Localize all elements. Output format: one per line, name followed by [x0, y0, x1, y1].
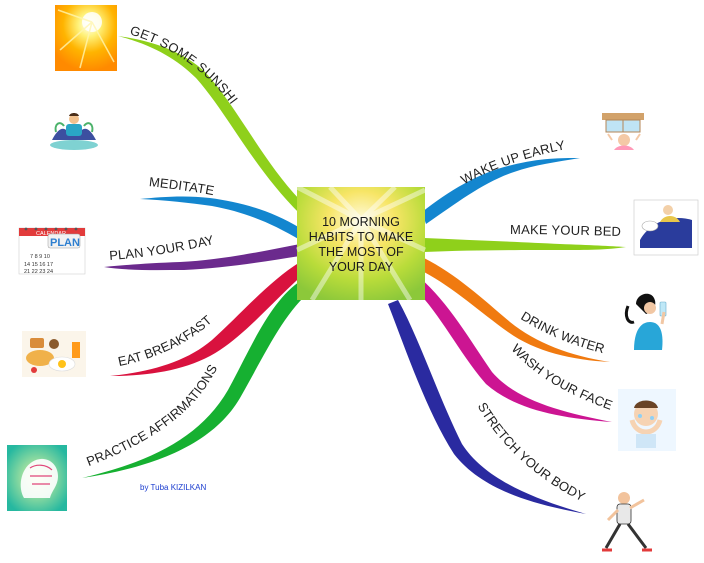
- branch-label-meditate: MEDITATE: [148, 174, 215, 198]
- credit-text: by Tuba KIZILKAN: [140, 483, 206, 492]
- branch-label-affirmations: PRACTICE AFFIRMATIONS: [84, 362, 220, 470]
- central-topic-line-2: HABITS TO MAKE: [309, 230, 413, 244]
- calendar-icon: CALENDAR PLAN 7 8 9 10 14 15 16 17 21 22…: [18, 227, 86, 275]
- calendar-row-1: 7 8 9 10: [30, 254, 50, 260]
- bed-icon: [633, 199, 699, 256]
- branch-make-your-bed: MAKE YOUR BED: [424, 222, 626, 252]
- branch-wake-up-early: WAKE UP EARLY: [422, 137, 580, 224]
- branch-label-water: DRINK WATER: [518, 308, 606, 356]
- central-topic-line-4: YOUR DAY: [329, 260, 394, 274]
- calendar-plan-word: PLAN: [50, 237, 80, 249]
- branch-plan-your-day: PLAN YOUR DAY: [104, 232, 300, 271]
- central-topic-line-3: THE MOST OF: [318, 245, 404, 259]
- branch-label-bed: MAKE YOUR BED: [510, 222, 621, 239]
- central-topic[interactable]: 10 MORNING HABITS TO MAKE THE MOST OF YO…: [295, 184, 427, 302]
- window-icon: [602, 113, 644, 155]
- calendar-row-3: 21 22 23 24: [24, 269, 53, 275]
- branch-label-plan: PLAN YOUR DAY: [109, 232, 216, 263]
- water-icon: [618, 290, 680, 356]
- face-wash-icon: [618, 389, 676, 451]
- branch-practice-affirmations: PRACTICE AFFIRMATIONS: [82, 280, 312, 478]
- branch-label-sunshine: GET SOME SUNSHINE: [0, 0, 241, 107]
- central-topic-line-1: 10 MORNING: [322, 215, 400, 229]
- breakfast-icon: [22, 331, 86, 377]
- head-icon: [7, 445, 67, 511]
- calendar-row-2: 14 15 16 17: [24, 262, 53, 268]
- meditation-icon: [50, 113, 98, 150]
- sun-icon: [55, 5, 117, 71]
- runner-icon: [602, 492, 652, 552]
